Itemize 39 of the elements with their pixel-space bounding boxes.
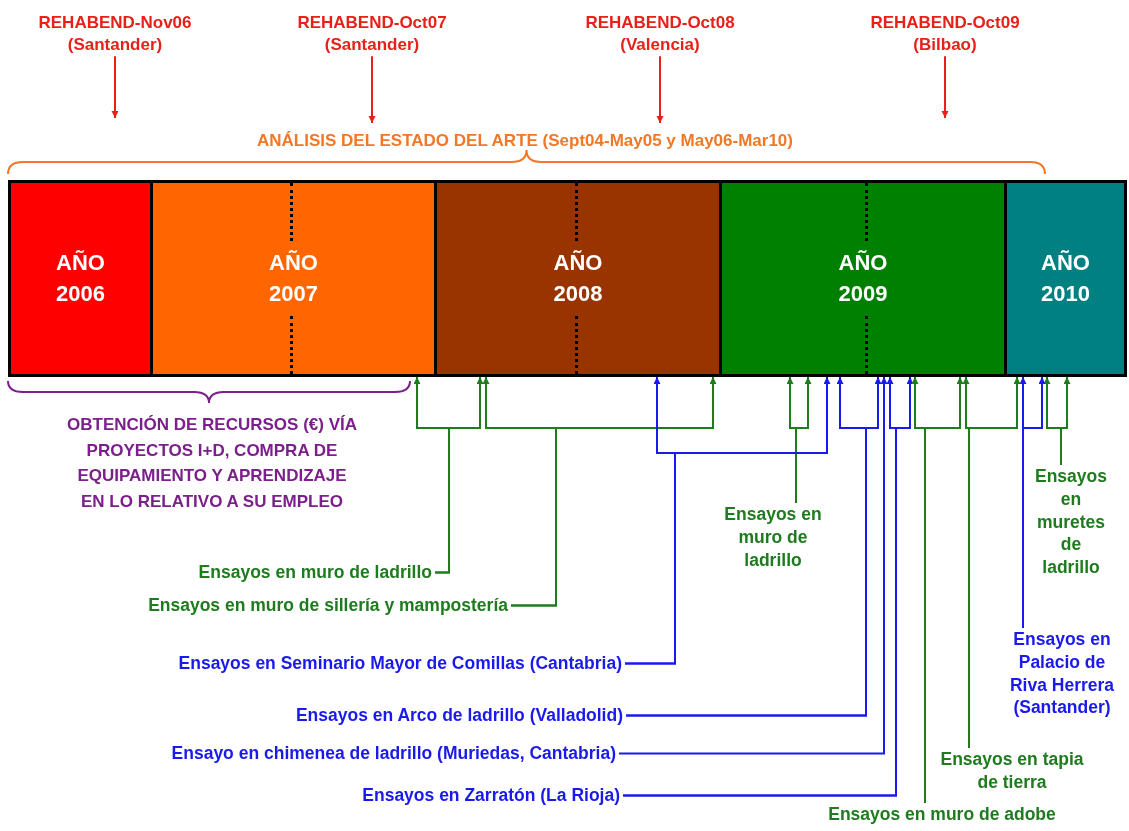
event-label: REHABEND-Oct08 (Valencia): [575, 12, 745, 57]
test-label: Ensayos en Zarratón (La Rioja): [362, 784, 620, 807]
event-label: REHABEND-Nov06 (Santander): [30, 12, 200, 57]
arrow: [111, 55, 119, 119]
year-label: AÑO 2007: [268, 248, 319, 308]
test-label: Ensayos en muro de sillería y mampostería: [148, 594, 508, 617]
year-label: AÑO 2010: [1040, 248, 1091, 308]
test-label: Ensayos en Seminario Mayor de Comillas (Cantabria): [178, 652, 622, 675]
connector-arrow: [924, 376, 964, 804]
connector-arrow: [656, 55, 664, 124]
test-label: Ensayos en Arco de ladrillo (Valladolid): [295, 704, 623, 727]
test-label: Ensayo en chimenea de ladrillo (Muriedas, Cantabria): [171, 742, 616, 765]
test-label: Ensayos en muro de ladrillo: [713, 503, 833, 572]
connector-arrow: [624, 376, 831, 665]
year-band: [719, 180, 1007, 377]
connector-arrow: [510, 376, 717, 607]
test-label: Ensayos en Palacio de Riva Herrera (Santander): [1003, 628, 1121, 719]
event-label: REHABEND-Oct07 (Santander): [287, 12, 457, 57]
year-label: AÑO 2009: [837, 248, 889, 308]
year-band: [1004, 180, 1127, 377]
note-label: OBTENCIÓN DE RECURSOS (€) VÍA PROYECTOS I+D, COMPRA DE EQUIPAMIENTO Y APRENDIZAJE EN LO RELATIVO A SU EMPLEO: [66, 414, 358, 513]
year-band: [150, 180, 437, 377]
test-label: Ensayos en muretes de ladrillo: [1031, 465, 1111, 579]
test-label: Ensayos en muro de ladrillo: [198, 561, 432, 584]
year-label: AÑO 2006: [55, 248, 106, 308]
test-label: Ensayos en tapia de tierra: [937, 748, 1087, 794]
test-label: Ensayos en muro de adobe: [828, 803, 1056, 826]
connector-arrow: [368, 55, 376, 124]
connector-arrow: [434, 376, 484, 574]
year-label: AÑO 2008: [552, 248, 604, 308]
heading-label: ANÁLISIS DEL ESTADO DEL ARTE (Sept04-May05 y May06-Mar10): [257, 131, 793, 152]
connector-arrow: [968, 376, 1021, 749]
year-band: [434, 180, 722, 377]
connector-arrow: [795, 376, 812, 504]
year-band: [8, 180, 153, 377]
connector-arrow: [1060, 376, 1071, 466]
event-label: REHABEND-Oct09 (Bilbao): [860, 12, 1030, 57]
connector-arrow: [1022, 376, 1046, 629]
arrow: [941, 55, 949, 119]
